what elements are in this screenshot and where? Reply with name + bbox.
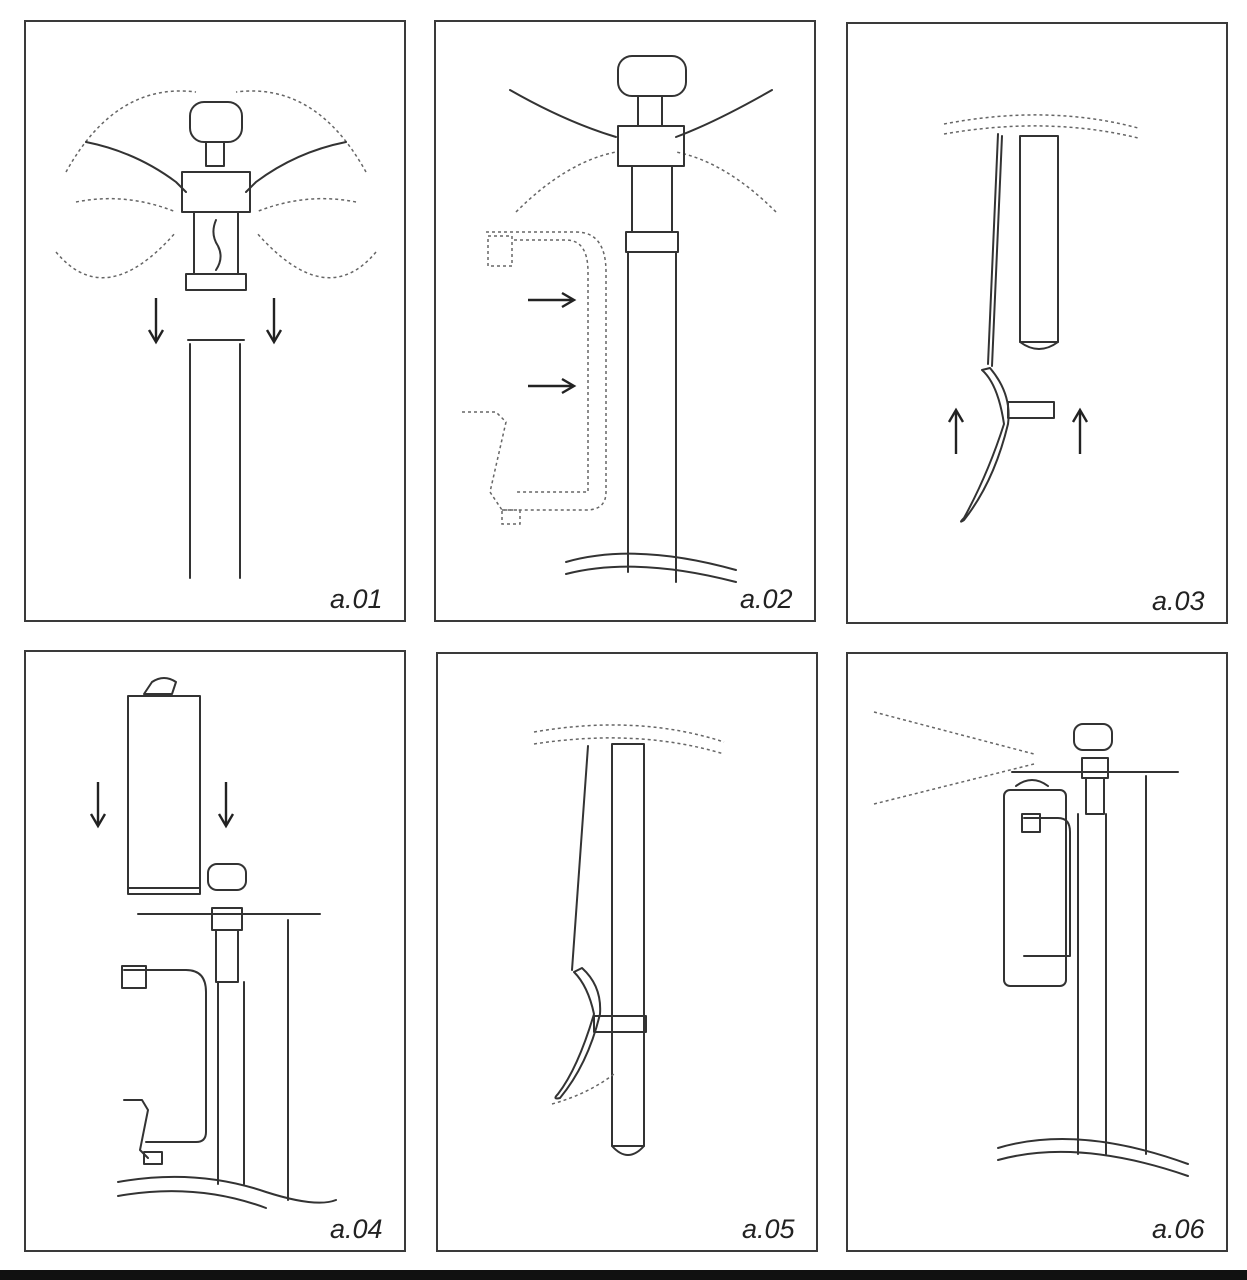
panel-label: a.03 [1152, 586, 1205, 616]
panel-label: a.01 [330, 584, 383, 614]
panel-a03: a.03 [846, 22, 1228, 624]
illustration-hanging-cylinder [533, 724, 725, 1156]
panel-a04: a.04 [24, 650, 406, 1252]
illustration-corkscrew-on-bottle [55, 90, 377, 579]
panel-label: a.02 [740, 584, 793, 614]
illustration-attaching-clip [943, 114, 1139, 523]
panel-a06: a.06 [846, 652, 1228, 1252]
panel-a01: a.01 [24, 20, 406, 622]
panel-a05: a.05 [436, 652, 818, 1252]
illustration-positioning-holder [462, 55, 777, 583]
panel-label: a.06 [1152, 1214, 1205, 1244]
bottom-rule [0, 1270, 1247, 1280]
panel-a02: a.02 [434, 20, 816, 622]
panel-label: a.04 [330, 1214, 383, 1244]
panel-label: a.05 [742, 1214, 795, 1244]
illustration-inserting-cylinder [89, 677, 337, 1209]
illustration-final-assembly [873, 711, 1189, 1177]
